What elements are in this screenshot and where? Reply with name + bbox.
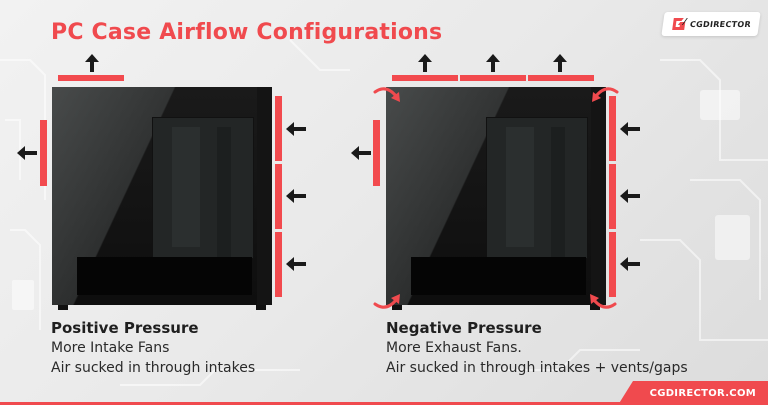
front-intake-fan-3 bbox=[609, 232, 616, 297]
front-intake-fan-1 bbox=[275, 96, 282, 161]
curved-inflow-arrow-icon bbox=[373, 87, 400, 102]
negative-pressure-caption: Negative Pressure More Exhaust Fans. Air… bbox=[386, 318, 688, 378]
rear-exhaust-fan bbox=[40, 120, 47, 186]
left-arrow-icon bbox=[17, 146, 37, 160]
caption-heading: Negative Pressure bbox=[386, 319, 542, 337]
case-interior bbox=[152, 117, 254, 259]
front-intake-fan-1 bbox=[609, 96, 616, 161]
up-arrow-icon bbox=[486, 54, 500, 72]
top-exhaust-fan-1 bbox=[392, 75, 458, 81]
up-arrow-icon bbox=[418, 54, 432, 72]
curved-inflow-arrow-icon bbox=[373, 294, 400, 309]
left-arrow-icon bbox=[620, 257, 640, 271]
top-exhaust-fan-2 bbox=[460, 75, 526, 81]
curved-inflow-arrow-icon bbox=[590, 294, 617, 309]
front-intake-fan-2 bbox=[275, 164, 282, 229]
rear-exhaust-fan bbox=[373, 120, 380, 186]
left-arrow-icon bbox=[286, 257, 306, 271]
top-exhaust-fan-3 bbox=[528, 75, 594, 81]
front-intake-fan-3 bbox=[275, 232, 282, 297]
up-arrow-icon bbox=[85, 54, 99, 72]
curved-inflow-arrow-icon bbox=[592, 87, 619, 102]
footer-strip bbox=[0, 402, 768, 405]
top-exhaust-fan bbox=[58, 75, 124, 81]
psu-shroud bbox=[411, 257, 586, 295]
caption-line: Air sucked in through intakes bbox=[51, 360, 256, 376]
front-intake-fan-2 bbox=[609, 164, 616, 229]
logo-text: CGDIRECTOR bbox=[689, 19, 752, 29]
pc-case bbox=[386, 87, 606, 305]
left-arrow-icon bbox=[286, 189, 306, 203]
cgdirector-logo[interactable]: CGDIRECTOR bbox=[661, 12, 761, 36]
page-title: PC Case Airflow Configurations bbox=[51, 20, 443, 45]
cgdirector-logo-icon bbox=[672, 18, 688, 30]
left-arrow-icon bbox=[351, 146, 371, 160]
caption-line: More Exhaust Fans. bbox=[386, 340, 522, 356]
left-arrow-icon bbox=[620, 122, 640, 136]
positive-pressure-caption: Positive Pressure More Intake Fans Air s… bbox=[51, 318, 255, 378]
pc-case bbox=[52, 87, 272, 305]
caption-line: Air sucked in through intakes + vents/ga… bbox=[386, 360, 688, 376]
left-arrow-icon bbox=[286, 122, 306, 136]
left-arrow-icon bbox=[620, 189, 640, 203]
site-url: CGDIRECTOR.COM bbox=[649, 387, 756, 399]
site-badge[interactable]: CGDIRECTOR.COM bbox=[618, 381, 768, 405]
psu-shroud bbox=[77, 257, 252, 295]
caption-heading: Positive Pressure bbox=[51, 319, 199, 337]
caption-line: More Intake Fans bbox=[51, 340, 170, 356]
case-interior bbox=[486, 117, 588, 259]
case-front-panel bbox=[591, 87, 606, 305]
up-arrow-icon bbox=[553, 54, 567, 72]
case-front-panel bbox=[257, 87, 272, 305]
